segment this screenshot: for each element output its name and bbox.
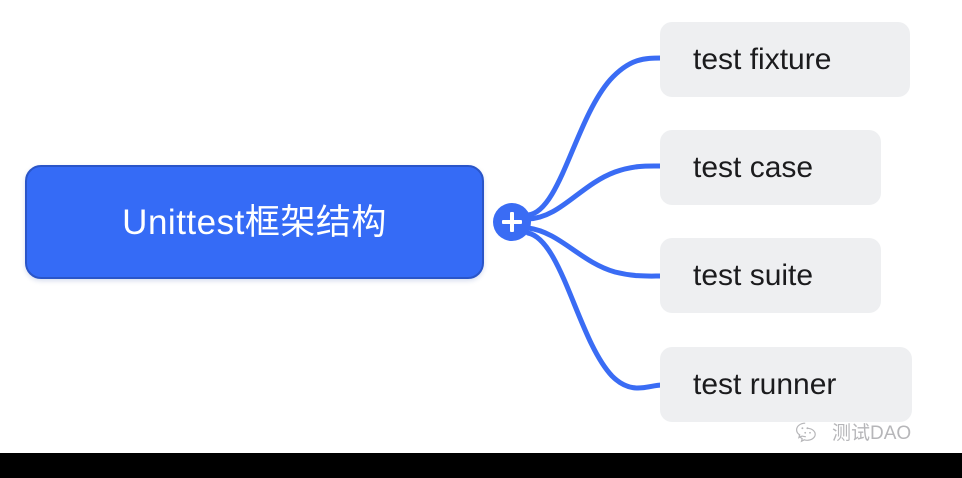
child-node-label: test fixture [693,42,832,76]
child-node-label: test suite [693,258,814,292]
child-node-test-fixture[interactable]: test fixture [660,22,910,97]
plus-icon [502,212,522,232]
watermark: 测试DAO [795,421,911,445]
child-node-test-suite[interactable]: test suite [660,238,881,313]
watermark-label: 测试DAO [832,422,912,444]
child-node-test-case[interactable]: test case [660,130,881,205]
expand-collapse-button[interactable] [493,203,531,241]
edge-to-test-fixture [525,55,665,218]
root-node[interactable]: Unittest框架结构 [25,165,484,279]
child-node-test-runner[interactable]: test runner [660,347,912,422]
edge-to-test-runner [525,230,665,391]
letterbox-bar [0,453,962,478]
edge-to-test-case [525,163,665,222]
wechat-icon [795,422,816,443]
child-node-label: test runner [693,367,837,401]
root-node-label: Unittest框架结构 [122,202,387,242]
child-node-label: test case [693,150,814,184]
edge-to-test-suite [525,225,665,279]
